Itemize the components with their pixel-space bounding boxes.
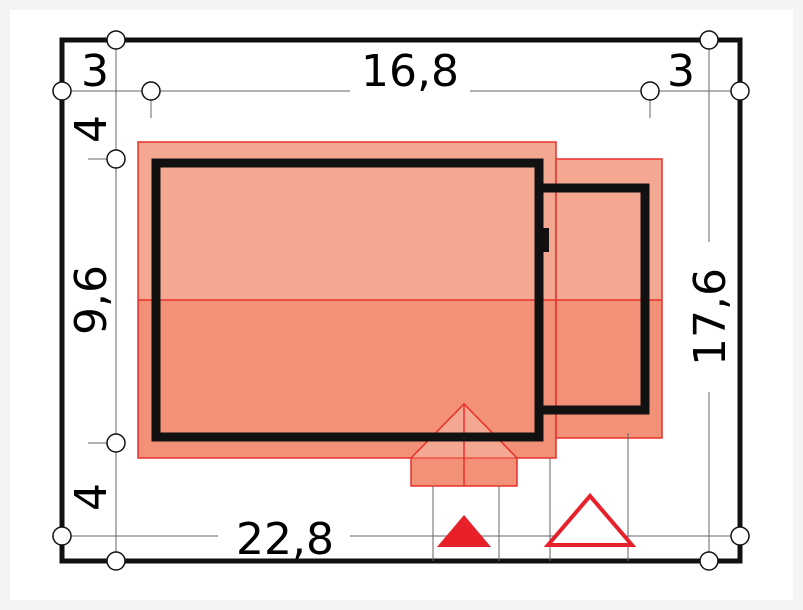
dim-right-total: 17,6 [685, 268, 736, 366]
plot-boundary [59, 37, 743, 564]
walls-garage [534, 183, 650, 415]
dim-left-middle: 9,6 [66, 265, 117, 335]
dim-top-left: 3 [81, 46, 109, 97]
dimension-lines [62, 40, 740, 561]
door-marker [541, 228, 549, 252]
dim-top-right: 3 [667, 46, 695, 97]
garage-entrance-icon [543, 492, 637, 547]
grid-markers [52, 30, 750, 571]
dim-left-bottom: 4 [66, 483, 117, 511]
main-entrance-icon [437, 515, 491, 547]
dim-top-middle: 16,8 [361, 46, 459, 97]
dim-left-top: 4 [66, 115, 117, 143]
porch-roof [410, 402, 518, 487]
dim-bottom-total: 22,8 [236, 514, 334, 565]
